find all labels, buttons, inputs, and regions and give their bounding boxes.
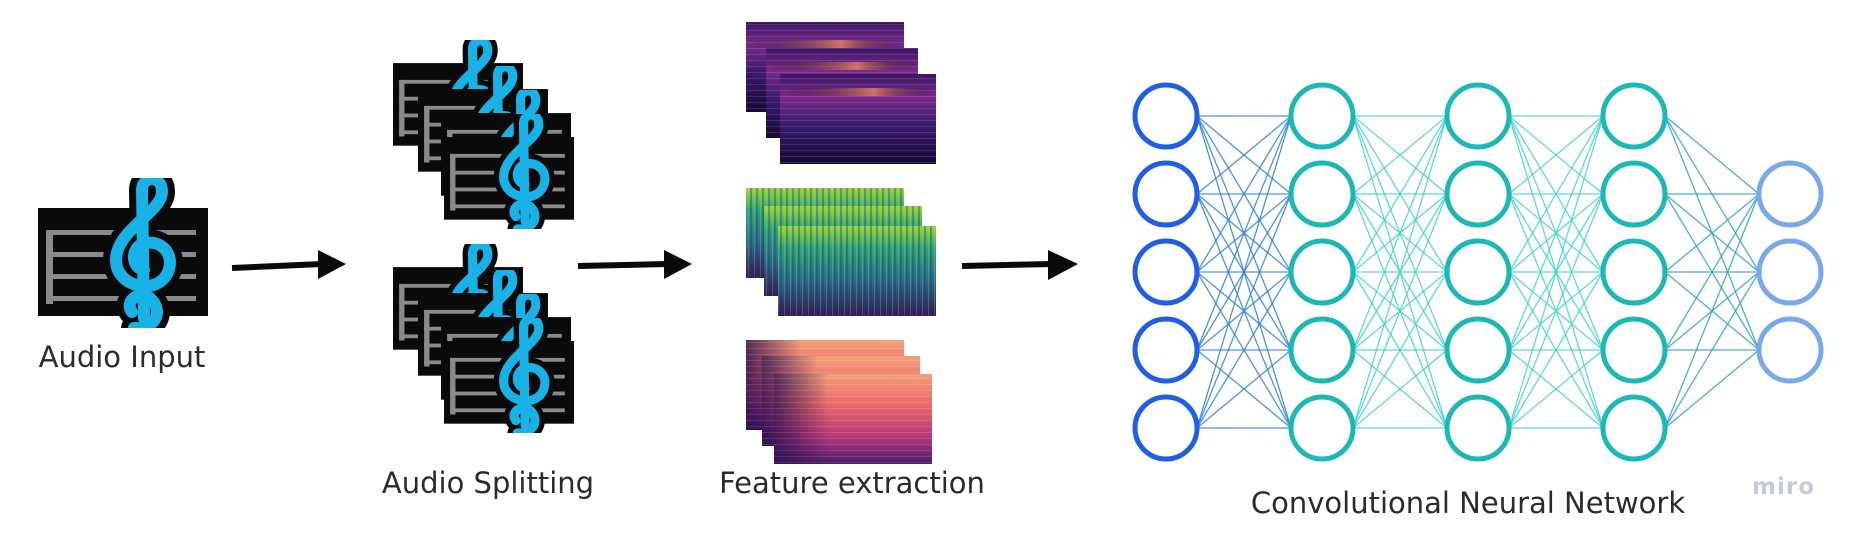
network-edge [1196,115,1292,195]
network-edge [1508,115,1604,351]
network-edge [1196,115,1292,273]
network-edge [1352,115,1448,195]
network-edge [1196,349,1292,429]
spectrogram-stack-3 [746,340,932,464]
network-edge [1508,193,1604,429]
network-edge [1196,271,1292,429]
audio-split-stack-bottom [393,245,574,433]
network-node [1600,394,1668,462]
arrow-right-icon [577,250,692,279]
network-node [1756,238,1824,306]
miro-watermark: miro [1752,474,1815,500]
network-node [1288,316,1356,384]
audio-input-label: Audio Input [38,340,206,374]
network-edge [1352,115,1448,351]
network-edge [1508,271,1604,429]
network-node [1132,160,1200,228]
network-connections [1196,115,1760,429]
spectrogram-stack-2 [746,188,936,316]
network-edge [1508,115,1604,195]
network-node [1444,160,1512,228]
network-node [1600,82,1668,150]
network-edge [1352,115,1448,273]
network-node [1132,82,1200,150]
network-node [1288,82,1356,150]
network-edge [1196,115,1292,429]
network-edge [1352,349,1448,429]
network-edge [1352,193,1448,429]
network-node [1132,238,1200,306]
network-edge [1508,115,1604,429]
network-edge [1352,115,1448,429]
audio-split-stack-top [393,41,574,229]
network-edge [1664,271,1760,429]
cnn-label: Convolutional Neural Network [1250,486,1686,520]
network-node [1132,316,1200,384]
network-node [1756,160,1824,228]
feature-extraction-label: Feature extraction [719,466,985,500]
arrow-right-icon [961,250,1078,280]
network-edge [1196,115,1292,351]
network-node [1288,160,1356,228]
network-node [1444,238,1512,306]
network-edge [1664,193,1760,273]
network-nodes [1132,82,1824,462]
network-node [1288,238,1356,306]
audio-input-icon [38,179,208,328]
network-node [1756,316,1824,384]
network-node [1444,394,1512,462]
network-edge [1508,115,1604,273]
network-edge [1196,193,1292,429]
network-node [1600,316,1668,384]
network-edge [1664,115,1760,195]
network-edge [1664,193,1760,351]
network-node [1600,238,1668,306]
network-edge [1352,271,1448,429]
arrow-right-icon [231,250,346,279]
network-edge [1664,349,1760,429]
network-node [1288,394,1356,462]
audio-splitting-label: Audio Splitting [381,466,595,500]
network-node [1132,394,1200,462]
network-edge [1508,349,1604,429]
spectrogram-stack-1 [746,22,936,164]
network-node [1600,160,1668,228]
network-edge [1664,193,1760,429]
network-node [1444,316,1512,384]
network-node [1444,82,1512,150]
